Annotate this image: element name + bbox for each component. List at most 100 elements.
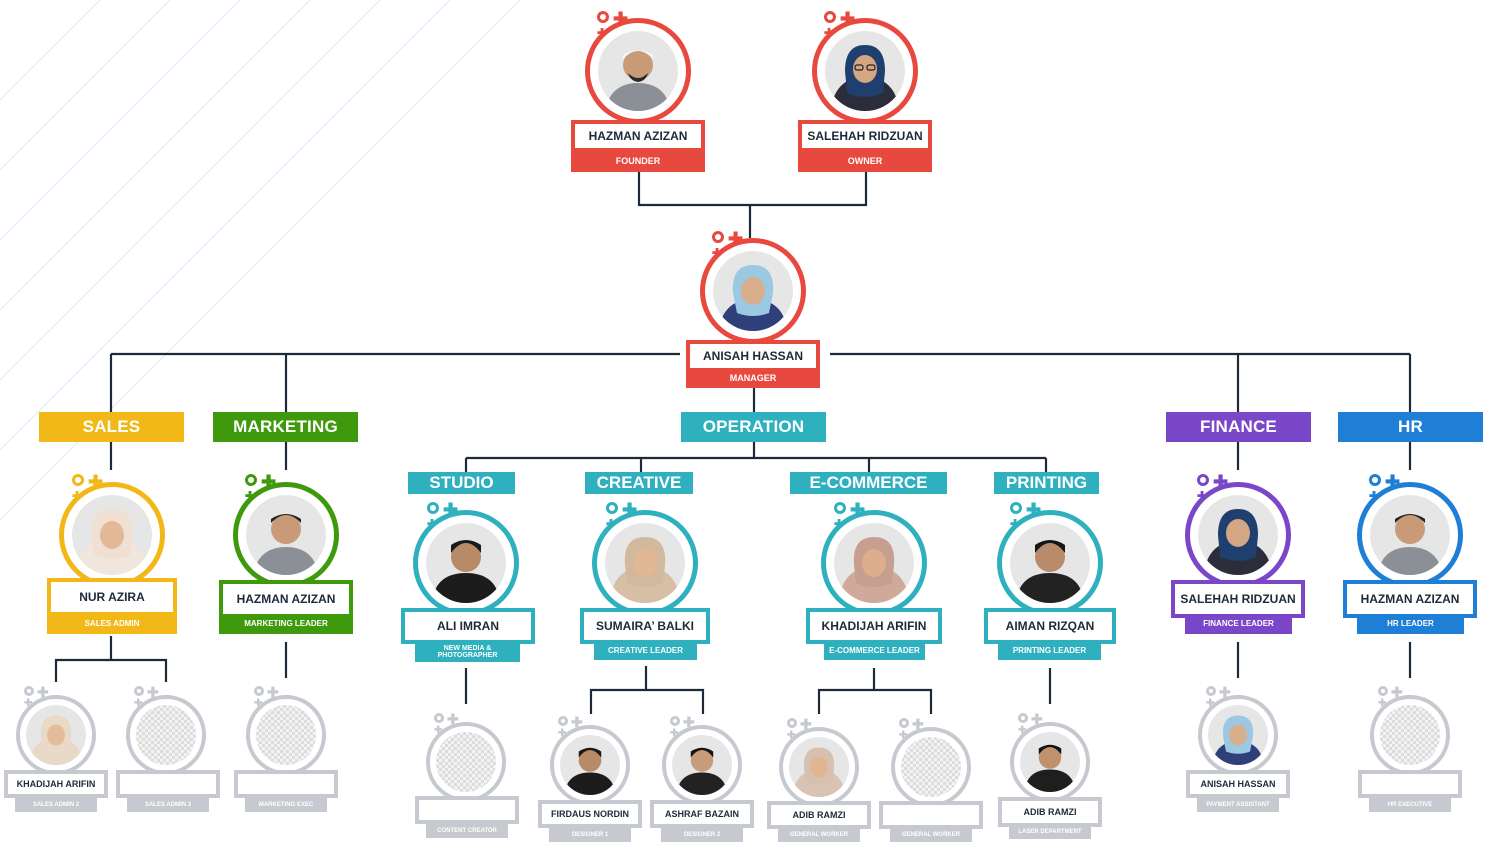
plus-icon: ✚ (787, 730, 796, 741)
plus-icon: ✚ (267, 684, 279, 700)
role-box: SALES ADMIN (47, 614, 177, 634)
name-box: KHADIJAH ARIFIN (4, 770, 108, 798)
avatar-photo (598, 31, 678, 111)
dept-marketing-header: MARKETING (213, 412, 358, 442)
dot-icon (1206, 686, 1216, 696)
name-box: ASHRAF BAZAIN (650, 800, 754, 828)
dot-icon (245, 474, 257, 486)
avatar-placeholder (436, 732, 496, 792)
avatar-photo (789, 737, 849, 797)
role-box: E-COMMERCE LEADER (824, 642, 925, 660)
avatar-photo (605, 523, 685, 603)
dept-hr-header: HR (1338, 412, 1483, 442)
name-box: SALEHAH RIDZUAN (798, 120, 932, 152)
role-box: PRINTING LEADER (998, 642, 1101, 660)
role-box: MARKETING EXEC (245, 797, 327, 812)
dot-icon (558, 716, 568, 726)
dot-icon (834, 502, 846, 514)
avatar-placeholder (1380, 705, 1440, 765)
avatar-photo (26, 705, 86, 765)
plus-icon: ✚ (434, 725, 443, 736)
avatar-photo (72, 495, 152, 575)
dot-icon (134, 686, 144, 696)
dept-operation-header: OPERATION (681, 412, 826, 442)
name-box: HAZMAN AZIZAN (1343, 580, 1477, 618)
plus-icon: ✚ (1391, 684, 1403, 700)
dot-icon (1010, 502, 1022, 514)
role-box: PAYMENT ASSISTANT (1197, 797, 1279, 812)
dot-icon (824, 11, 836, 23)
avatar-photo (1020, 732, 1080, 792)
name-box: AIMAN RIZQAN (984, 608, 1116, 644)
plus-icon: ✚ (670, 728, 679, 739)
plus-icon: ✚ (899, 730, 908, 741)
plus-icon: ✚ (147, 684, 159, 700)
avatar-photo (834, 523, 914, 603)
avatar-photo (672, 735, 732, 795)
role-box: CREATIVE LEADER (594, 642, 697, 660)
name-box: KHADIJAH ARIFIN (806, 608, 942, 644)
plus-icon: ✚ (1018, 725, 1027, 736)
avatar-photo (1370, 495, 1450, 575)
unit-creative-header: CREATIVE (585, 472, 693, 494)
role-box: FINANCE LEADER (1185, 614, 1292, 634)
dot-icon (899, 718, 909, 728)
role-box: DESIGNER 1 (549, 827, 631, 842)
plus-icon: ✚ (571, 714, 583, 730)
plus-icon: ✚ (37, 684, 49, 700)
name-box (415, 796, 519, 824)
dot-icon (712, 231, 724, 243)
name-box (879, 801, 983, 829)
name-box: HAZMAN AZIZAN (571, 120, 705, 152)
name-box: ADIB RAMZI (767, 801, 871, 829)
plus-icon: ✚ (558, 728, 567, 739)
role-box: MANAGER (686, 368, 820, 388)
avatar-placeholder (136, 705, 196, 765)
name-box: SUMAIRA’ BALKI (580, 608, 710, 644)
role-box: HR EXECUTIVE (1369, 797, 1451, 812)
plus-icon: ✚ (1378, 698, 1387, 709)
plus-icon: ✚ (134, 698, 143, 709)
role-box: MARKETING LEADER (219, 614, 353, 634)
role-box: NEW MEDIA & PHOTOGRAPHER (415, 642, 520, 662)
plus-icon: ✚ (254, 698, 263, 709)
name-box (1358, 770, 1462, 798)
name-box (234, 770, 338, 798)
dot-icon (597, 11, 609, 23)
plus-icon: ✚ (683, 714, 695, 730)
name-box: HAZMAN AZIZAN (219, 580, 353, 618)
name-box (116, 770, 220, 798)
name-box: FIRDAUS NORDIN (538, 800, 642, 828)
avatar-photo (560, 735, 620, 795)
name-box: ALI IMRAN (401, 608, 535, 644)
role-box: OWNER (798, 150, 932, 172)
dept-sales-header: SALES (39, 412, 184, 442)
name-box: SALEHAH RIDZUAN (1171, 580, 1305, 618)
dept-finance-header: FINANCE (1166, 412, 1311, 442)
plus-icon: ✚ (447, 711, 459, 727)
dot-icon (1197, 474, 1209, 486)
role-box: SALES ADMIN 3 (127, 797, 209, 812)
avatar-placeholder (901, 737, 961, 797)
role-box: FOUNDER (571, 150, 705, 172)
role-box: CONTENT CREATOR (426, 823, 508, 838)
dot-icon (427, 502, 439, 514)
avatar-placeholder (256, 705, 316, 765)
avatar-photo (1198, 495, 1278, 575)
dot-icon (1018, 713, 1028, 723)
dot-icon (1378, 686, 1388, 696)
role-box: LASER DEPARTMENT (1009, 825, 1091, 839)
plus-icon: ✚ (800, 716, 812, 732)
role-box: DESIGNER 2 (661, 827, 743, 842)
name-box: ANISAH HASSAN (1186, 770, 1290, 798)
dot-icon (254, 686, 264, 696)
avatar-photo (1010, 523, 1090, 603)
dot-icon (24, 686, 34, 696)
name-box: NUR AZIRA (47, 578, 177, 616)
dot-icon (434, 713, 444, 723)
plus-icon: ✚ (912, 716, 924, 732)
dot-icon (787, 718, 797, 728)
